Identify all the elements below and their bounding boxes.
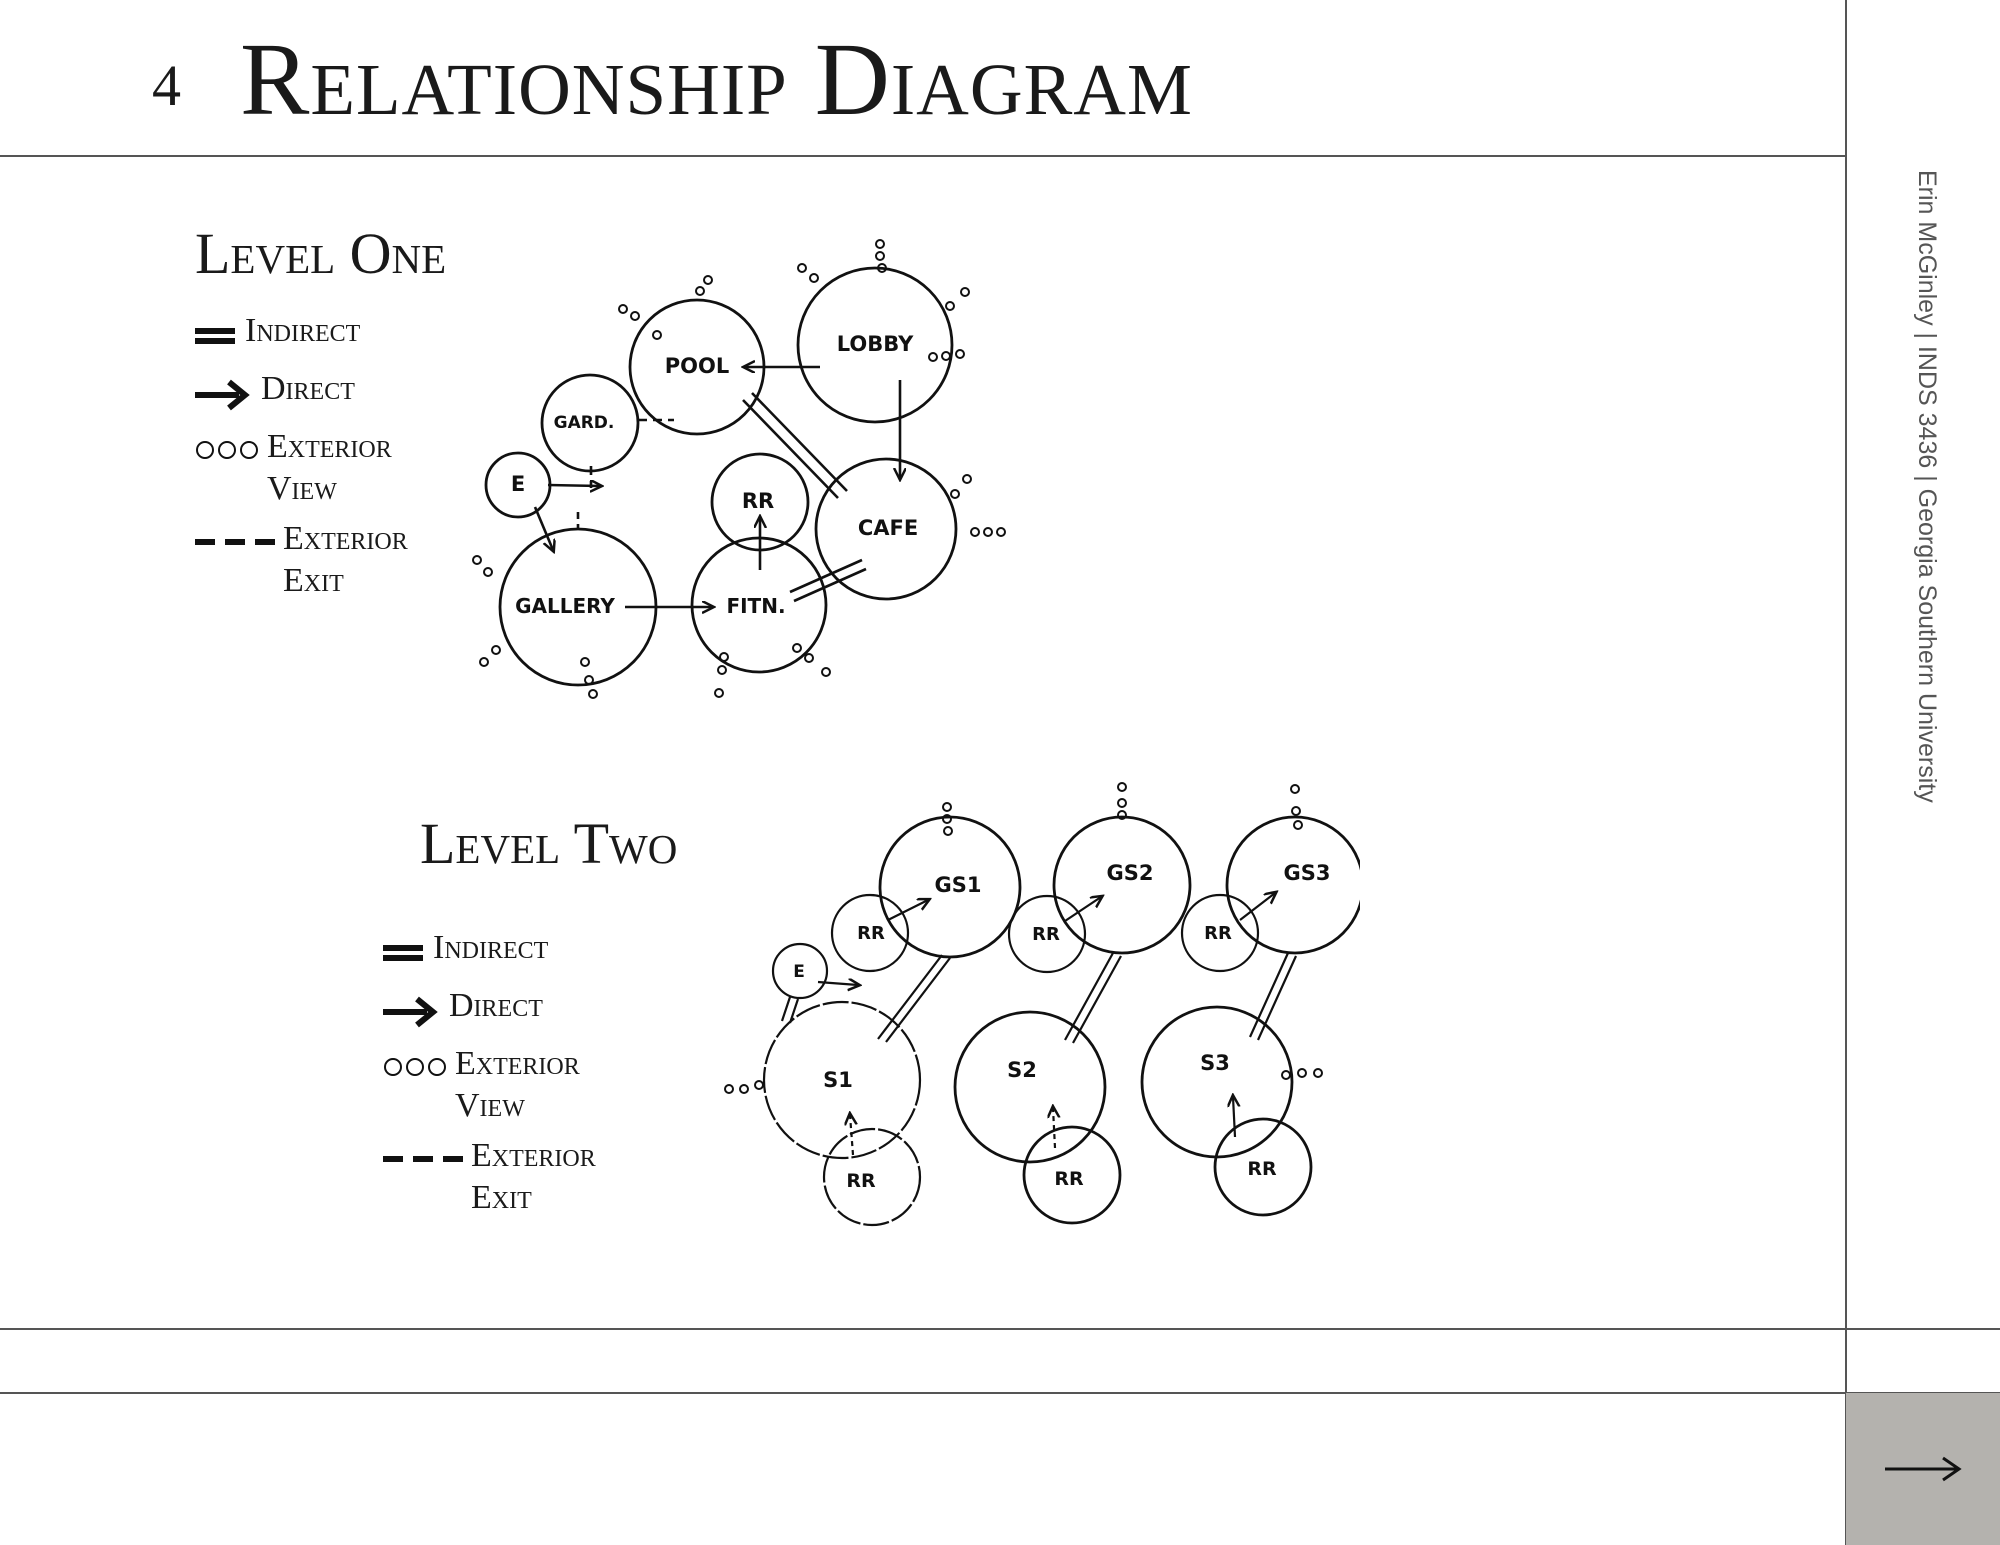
footer-divider-bottom [0,1392,2000,1394]
legend-exterior-exit-label: Exterior [471,1137,596,1174]
legend-indirect: Indirect [195,312,455,356]
sidebar-divider [1845,0,1847,1545]
fitn-label: FITN. [726,594,785,618]
direct-arrow-icon [195,379,250,411]
legend-exterior-view: Exterior View [383,1045,643,1124]
cafe-label: CAFE [858,516,918,540]
indirect-icon [383,945,423,961]
page-title: Relationship Diagram [240,22,1193,137]
rr-s2-bubble [1022,1125,1122,1225]
cafe-bubble [814,457,958,601]
level-one-bubble-diagram: LOBBY POOL GARD. E RR CAFE GALLERY FITN. [472,239,1006,699]
rr-s1-bubble [822,1127,922,1227]
level-two-legend: Indirect Direct Exterior View Exterior E… [383,929,643,1216]
level-two-bubble-diagram: GS1 GS2 GS3 RR RR RR E S1 S2 S3 RR RR RR [724,782,1360,1227]
gard-label: GARD. [554,413,615,433]
legend-exterior-exit: Exterior Exit [383,1137,643,1216]
rr-gs2-label: RR [1032,924,1060,945]
legend-direct: Direct [383,987,643,1031]
rr-s1-label: RR [846,1170,876,1192]
e-label: E [793,962,805,982]
page-number: 4 [152,53,181,118]
rr-s3-bubble [1213,1117,1313,1217]
rr-label: RR [742,489,774,513]
indirect-icon [195,328,235,344]
sidebar-credit: Erin McGinley | INDS 3436 | Georgia Sout… [1913,170,1941,803]
lobby-bubble [796,266,954,424]
exterior-view-icon [384,1058,446,1076]
exterior-exit-icon [383,1156,467,1162]
s3-label: S3 [1200,1051,1230,1075]
legend-direct: Direct [195,370,455,414]
s1-label: S1 [823,1068,853,1092]
gallery-label: GALLERY [515,594,615,618]
legend-exterior-view-label-2: View [455,1087,525,1124]
legend-exterior-view: Exterior View [195,428,455,507]
level-one-legend: Indirect Direct Exterior View Exterior E… [195,312,455,599]
legend-indirect-label: Indirect [245,312,361,349]
legend-indirect-label: Indirect [433,929,549,966]
rr-gs1-label: RR [857,923,885,944]
exterior-view-icon [196,441,258,459]
rr-s2-label: RR [1054,1168,1084,1190]
exterior-exit-icon [195,539,279,545]
s3-bubble [1140,1005,1294,1159]
header-divider [0,155,1846,157]
legend-direct-label: Direct [261,370,355,407]
legend-direct-label: Direct [449,987,543,1024]
gs3-bubble [1225,815,1360,955]
e-bubble [771,942,829,1000]
rr-gs2-bubble [1007,894,1087,974]
legend-exterior-exit-label: Exterior [283,520,408,557]
level-one-title: Level One [195,221,447,286]
direct-arrow-icon [383,996,438,1028]
legend-exterior-view-label-2: View [267,470,337,507]
next-page-button[interactable] [1846,1393,2000,1545]
gs2-bubble [1052,815,1192,955]
s2-label: S2 [1007,1058,1037,1082]
legend-exterior-view-label: Exterior [267,428,392,465]
gs2-label: GS2 [1107,861,1154,885]
legend-exterior-exit-label-2: Exit [471,1179,532,1216]
rr-s3-label: RR [1247,1158,1277,1180]
legend-indirect: Indirect [383,929,643,973]
e-label: E [511,472,525,496]
legend-exterior-exit: Exterior Exit [195,520,455,599]
arrow-right-icon [1885,1456,1962,1482]
s2-bubble [953,1010,1107,1164]
gs3-label: GS3 [1284,861,1331,885]
footer-divider-top [0,1328,2000,1330]
lobby-label: LOBBY [837,332,914,356]
rr-gs3-label: RR [1204,923,1232,944]
pool-label: POOL [665,354,729,378]
rr-gs3-bubble [1180,893,1260,973]
level-two-title: Level Two [420,811,678,876]
s1-bubble [762,1000,922,1160]
legend-exterior-exit-label-2: Exit [283,562,344,599]
gs1-label: GS1 [935,873,982,897]
legend-exterior-view-label: Exterior [455,1045,580,1082]
rr-gs1-bubble [830,893,910,973]
